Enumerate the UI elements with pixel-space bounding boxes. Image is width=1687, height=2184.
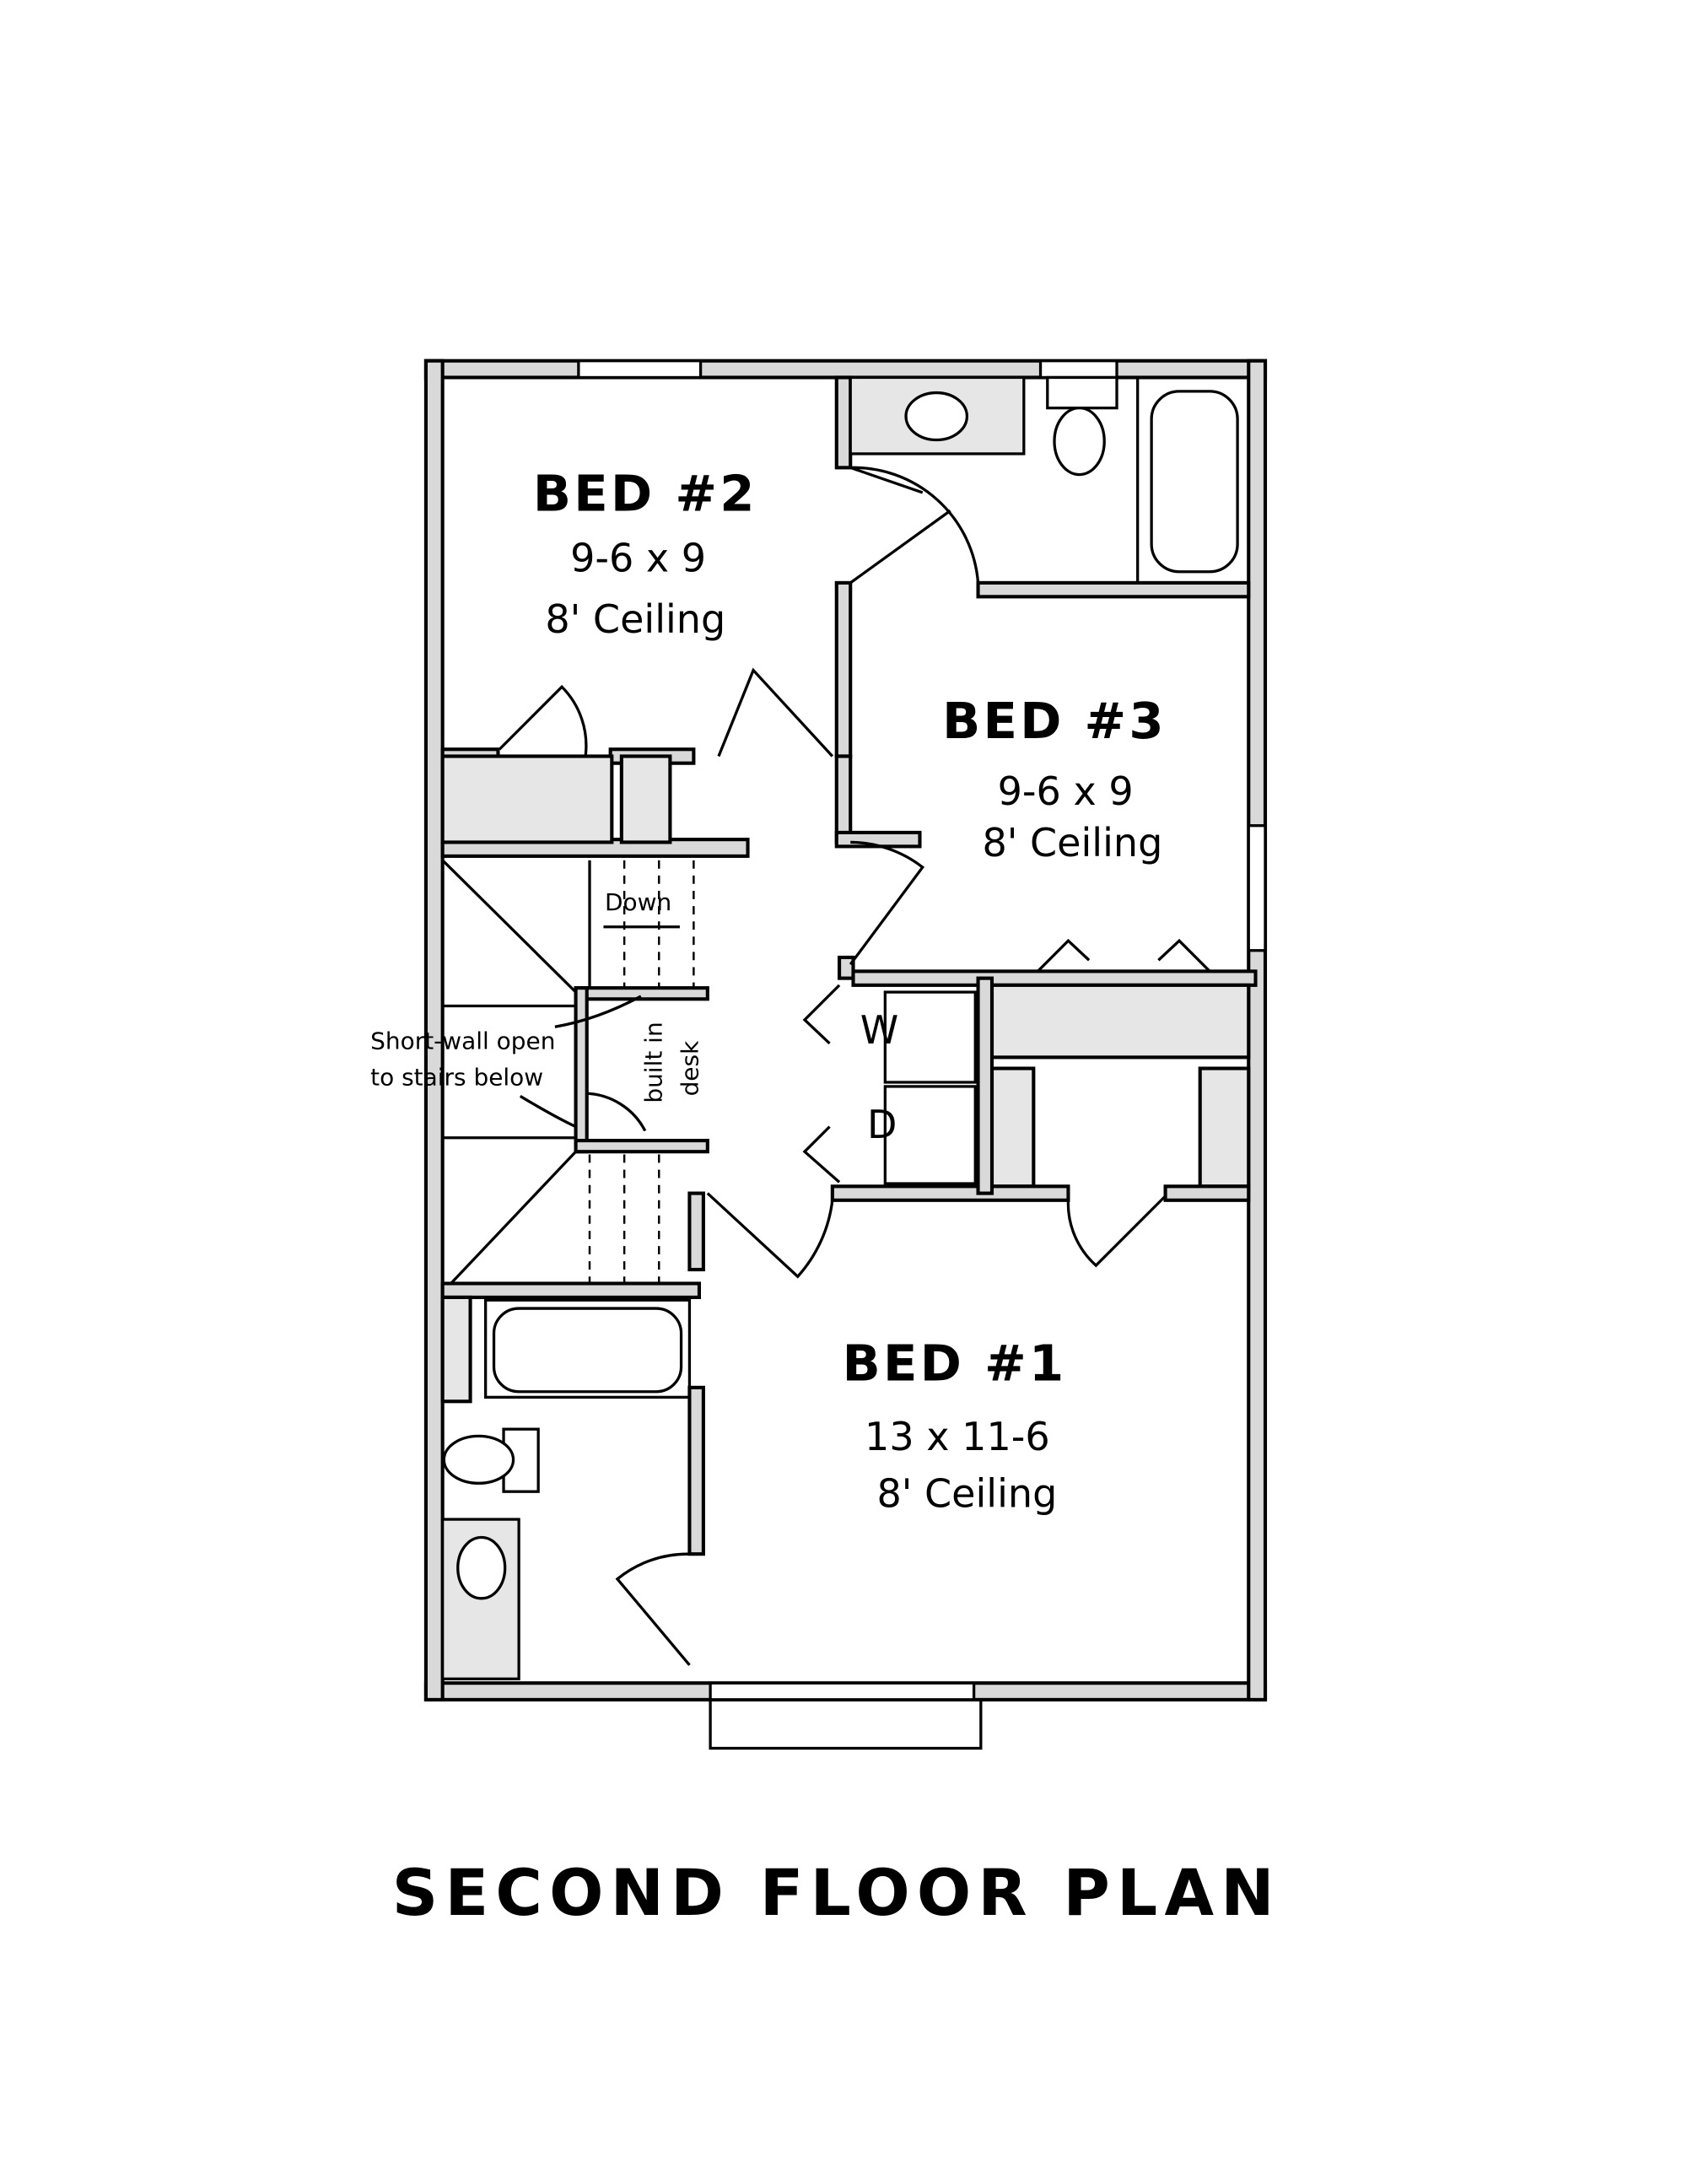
toilet-bowl [1053,407,1106,477]
washer [883,990,977,1084]
window [709,1681,976,1701]
stairs [441,859,695,1285]
sink [904,391,969,442]
desk-note-line2: desk [676,1040,703,1097]
room-ceiling-bed-2: 8' Ceiling [545,596,725,642]
room-name-bed-3: BED #3 [942,692,1167,750]
washer-label: W [860,1007,899,1053]
room-name-bed-2: BED #2 [533,464,757,522]
stairs-down-label: Down [605,888,671,916]
dryer-label: D [867,1102,897,1147]
bathtub [484,1298,692,1399]
room-size-bed-3: 9-6 x 9 [998,768,1134,814]
interior-walls [440,375,1258,1556]
room-size-bed-1: 13 x 11-6 [865,1414,1050,1459]
toilet-tank [1046,375,1118,410]
dryer [883,1085,977,1185]
room-ceiling-bed-1: 8' Ceiling [876,1470,1057,1516]
room-size-bed-2: 9-6 x 9 [570,536,706,581]
short-wall-note-line2: to stairs below [370,1063,543,1091]
window [1247,824,1267,952]
room-ceiling-bed-3: 8' Ceiling [982,820,1162,866]
window [1038,359,1118,380]
plan-title: SECOND FLOOR PLAN [392,1856,1281,1930]
bay-window [709,1698,983,1750]
bathtub [1136,375,1250,585]
exterior-walls [423,359,1268,1750]
short-wall-note-line1: Short-wall open [370,1027,555,1055]
leader-lines [519,995,642,1129]
doors [498,466,1211,1666]
toilet-bowl [442,1434,515,1485]
room-name-bed-1: BED #1 [843,1335,1067,1393]
fixtures [441,375,1250,1680]
sink [456,1535,507,1600]
desk-note-line1: built in [640,1022,668,1103]
window [577,359,703,380]
